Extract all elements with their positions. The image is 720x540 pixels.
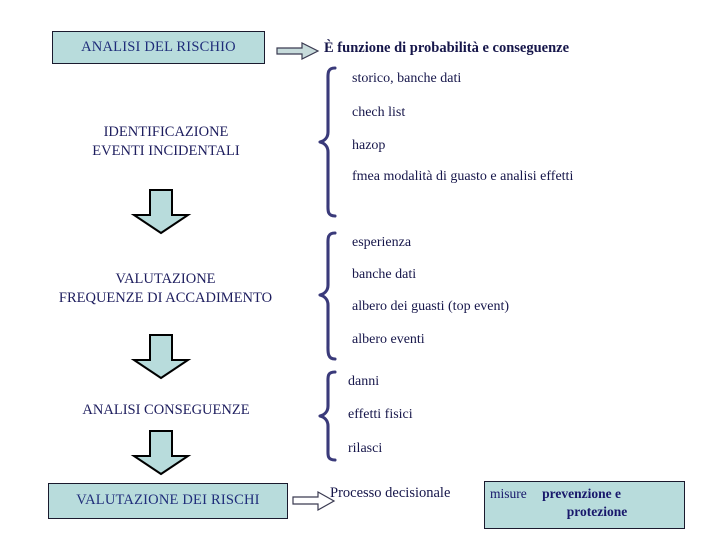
method-item: banche dati — [352, 267, 417, 282]
method-item: effetti fisici — [348, 407, 413, 422]
stage-label-line-1: ANALISI CONSEGUENZE — [82, 402, 250, 418]
stage-label-line-1: VALUTAZIONE — [115, 271, 216, 287]
stage-label-identificazione-eventi-incidentali[interactable]: IDENTIFICAZIONE EVENTI INCIDENTALI — [30, 123, 302, 161]
stage-box-valutazione-dei-rischi[interactable]: VALUTAZIONE DEI RISCHI — [48, 483, 288, 519]
stage-label-line-2: FREQUENZE DI ACCADIMENTO — [58, 289, 273, 306]
curly-brace-icon-group-3 — [318, 370, 338, 462]
stage-label-valutazione-frequenze-di-accadimento[interactable]: VALUTAZIONE FREQUENZE DI ACCADIMENTO — [8, 270, 323, 308]
down-arrow-icon — [130, 334, 192, 380]
measures-prefix-label: misure — [490, 486, 527, 501]
right-arrow-icon — [292, 490, 336, 512]
curly-brace-icon-group-1 — [318, 66, 338, 218]
method-item: rilasci — [348, 441, 383, 456]
measures-box[interactable]: misure prevenzione e protezione — [484, 481, 685, 529]
method-item: albero dei guasti (top event) — [352, 299, 510, 314]
down-arrow-icon — [130, 430, 192, 476]
processo-decisionale-text: Processo decisionale — [330, 485, 451, 501]
measures-bold-line-2: protezione — [566, 504, 628, 520]
method-item: fmea modalità di guasto e analisi effett… — [352, 169, 574, 184]
stage-label-line-1: IDENTIFICAZIONE — [103, 124, 229, 140]
method-item: chech list — [352, 105, 406, 120]
method-item: albero eventi — [352, 332, 425, 347]
headline-text: È funzione di probabilità e conseguenze — [324, 40, 570, 56]
method-item: esperienza — [352, 235, 412, 250]
stage-box-analisi-del-rischio[interactable]: ANALISI DEL RISCHIO — [52, 31, 265, 64]
stage-label-line-2: EVENTI INCIDENTALI — [92, 142, 240, 159]
method-item: hazop — [352, 138, 386, 153]
stage-label-analisi-conseguenze[interactable]: ANALISI CONSEGUENZE — [30, 401, 302, 420]
stage-box-analisi-del-rischio-label: ANALISI DEL RISCHIO — [81, 38, 236, 55]
measures-bold-line-1: prevenzione e — [542, 486, 621, 501]
right-arrow-icon — [276, 42, 320, 60]
method-item: storico, banche dati — [352, 71, 462, 86]
method-item: danni — [348, 374, 380, 389]
stage-box-valutazione-dei-rischi-label: VALUTAZIONE DEI RISCHI — [76, 492, 260, 509]
down-arrow-icon — [130, 189, 192, 235]
curly-brace-icon-group-2 — [318, 231, 338, 361]
